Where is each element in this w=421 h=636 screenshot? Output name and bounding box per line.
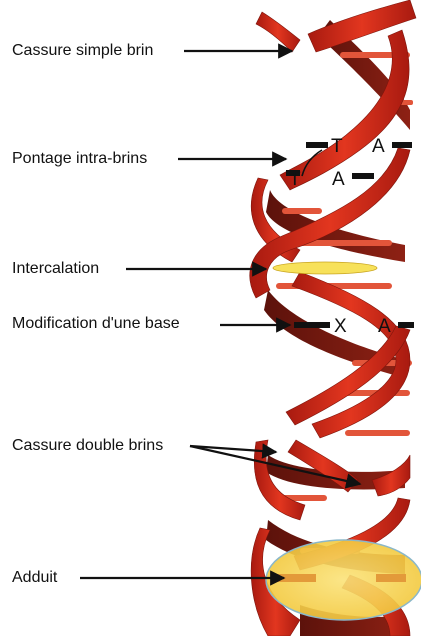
front-strand-segment <box>256 12 300 52</box>
label-base-modification: Modification d'une base <box>12 315 180 333</box>
base-bar <box>398 322 414 328</box>
base-letter-t: T <box>289 169 301 190</box>
intercalator <box>273 262 377 274</box>
label-intrastrand-crosslink: Pontage intra-brins <box>12 150 147 168</box>
base-letter-x: X <box>334 316 347 337</box>
adduct <box>266 540 421 620</box>
label-double-strand-break: Cassure double brins <box>12 437 163 455</box>
label-adduct: Adduit <box>12 569 57 587</box>
base-letter-a: A <box>378 316 391 337</box>
label-intercalation: Intercalation <box>12 260 99 278</box>
front-strand-segment <box>250 148 410 298</box>
base-bar <box>306 142 328 148</box>
rung <box>345 430 410 436</box>
base-letter-t: T <box>331 136 343 157</box>
base-letter-a: A <box>372 136 385 157</box>
base-bar <box>392 142 412 148</box>
rung <box>282 208 322 214</box>
base-bar <box>294 322 330 328</box>
adduct-rung <box>376 574 406 582</box>
label-single-strand-break: Cassure simple brin <box>12 42 153 60</box>
base-bar <box>352 173 374 179</box>
base-letter-a: A <box>332 169 345 190</box>
